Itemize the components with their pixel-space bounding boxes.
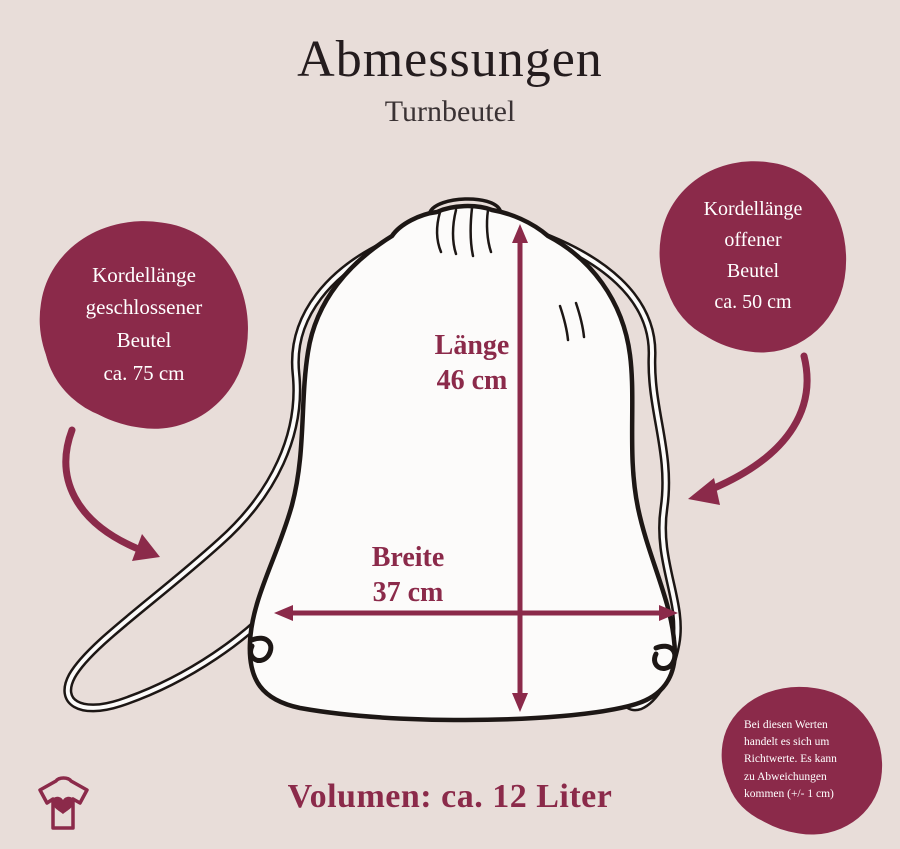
gather-folds	[435, 206, 493, 258]
fabric-fold-marks	[558, 301, 586, 342]
left-callout-arrow	[62, 426, 160, 561]
page-subtitle: Turnbeutel	[384, 95, 516, 128]
callout-line: offener	[724, 229, 782, 251]
callout-line: Kordellänge	[703, 198, 803, 220]
width-measurement: Breite 37 cm	[338, 540, 478, 610]
width-arrow	[274, 605, 678, 621]
disclaimer-line: zu Abweichungen	[744, 770, 827, 783]
callout-open-cord: Kordellänge offener Beutel ca. 50 cm	[664, 166, 842, 346]
callout-line: ca. 75 cm	[103, 360, 185, 385]
callout-closed-cord: Kordellänge geschlossener Beutel ca. 75 …	[44, 226, 244, 422]
cord-knots	[248, 635, 678, 671]
disclaimer-line: Richtwerte. Es kann	[744, 753, 837, 766]
callout-line: geschlossener	[85, 295, 203, 320]
callout-line: ca. 50 cm	[714, 291, 792, 313]
length-measurement: Länge 46 cm	[402, 328, 542, 398]
bag-body	[247, 197, 678, 723]
callout-line: Beutel	[726, 260, 780, 282]
disclaimer-line: Bei diesen Werten	[744, 718, 828, 731]
callout-line: Kordellänge	[92, 262, 196, 287]
width-value: 37 cm	[372, 577, 444, 608]
length-arrow	[512, 224, 528, 712]
width-label: Breite	[371, 542, 445, 573]
length-value: 46 cm	[436, 365, 508, 396]
heart-icon	[52, 796, 74, 814]
disclaimer-line: kommen (+/- 1 cm)	[744, 787, 834, 800]
callout-line: Beutel	[116, 328, 172, 352]
disclaimer-line: handelt es sich um	[744, 736, 830, 749]
volume-text: Volumen: ca. 12 Liter	[287, 778, 613, 815]
logo-tshirt-icon	[38, 776, 89, 830]
page-title: Abmessungen	[297, 31, 603, 88]
right-callout-arrow	[688, 352, 811, 505]
header: Abmessungen Turnbeutel	[0, 30, 900, 129]
callout-disclaimer: Bei diesen Werten handelt es sich um Ric…	[726, 692, 878, 828]
length-label: Länge	[434, 330, 510, 361]
